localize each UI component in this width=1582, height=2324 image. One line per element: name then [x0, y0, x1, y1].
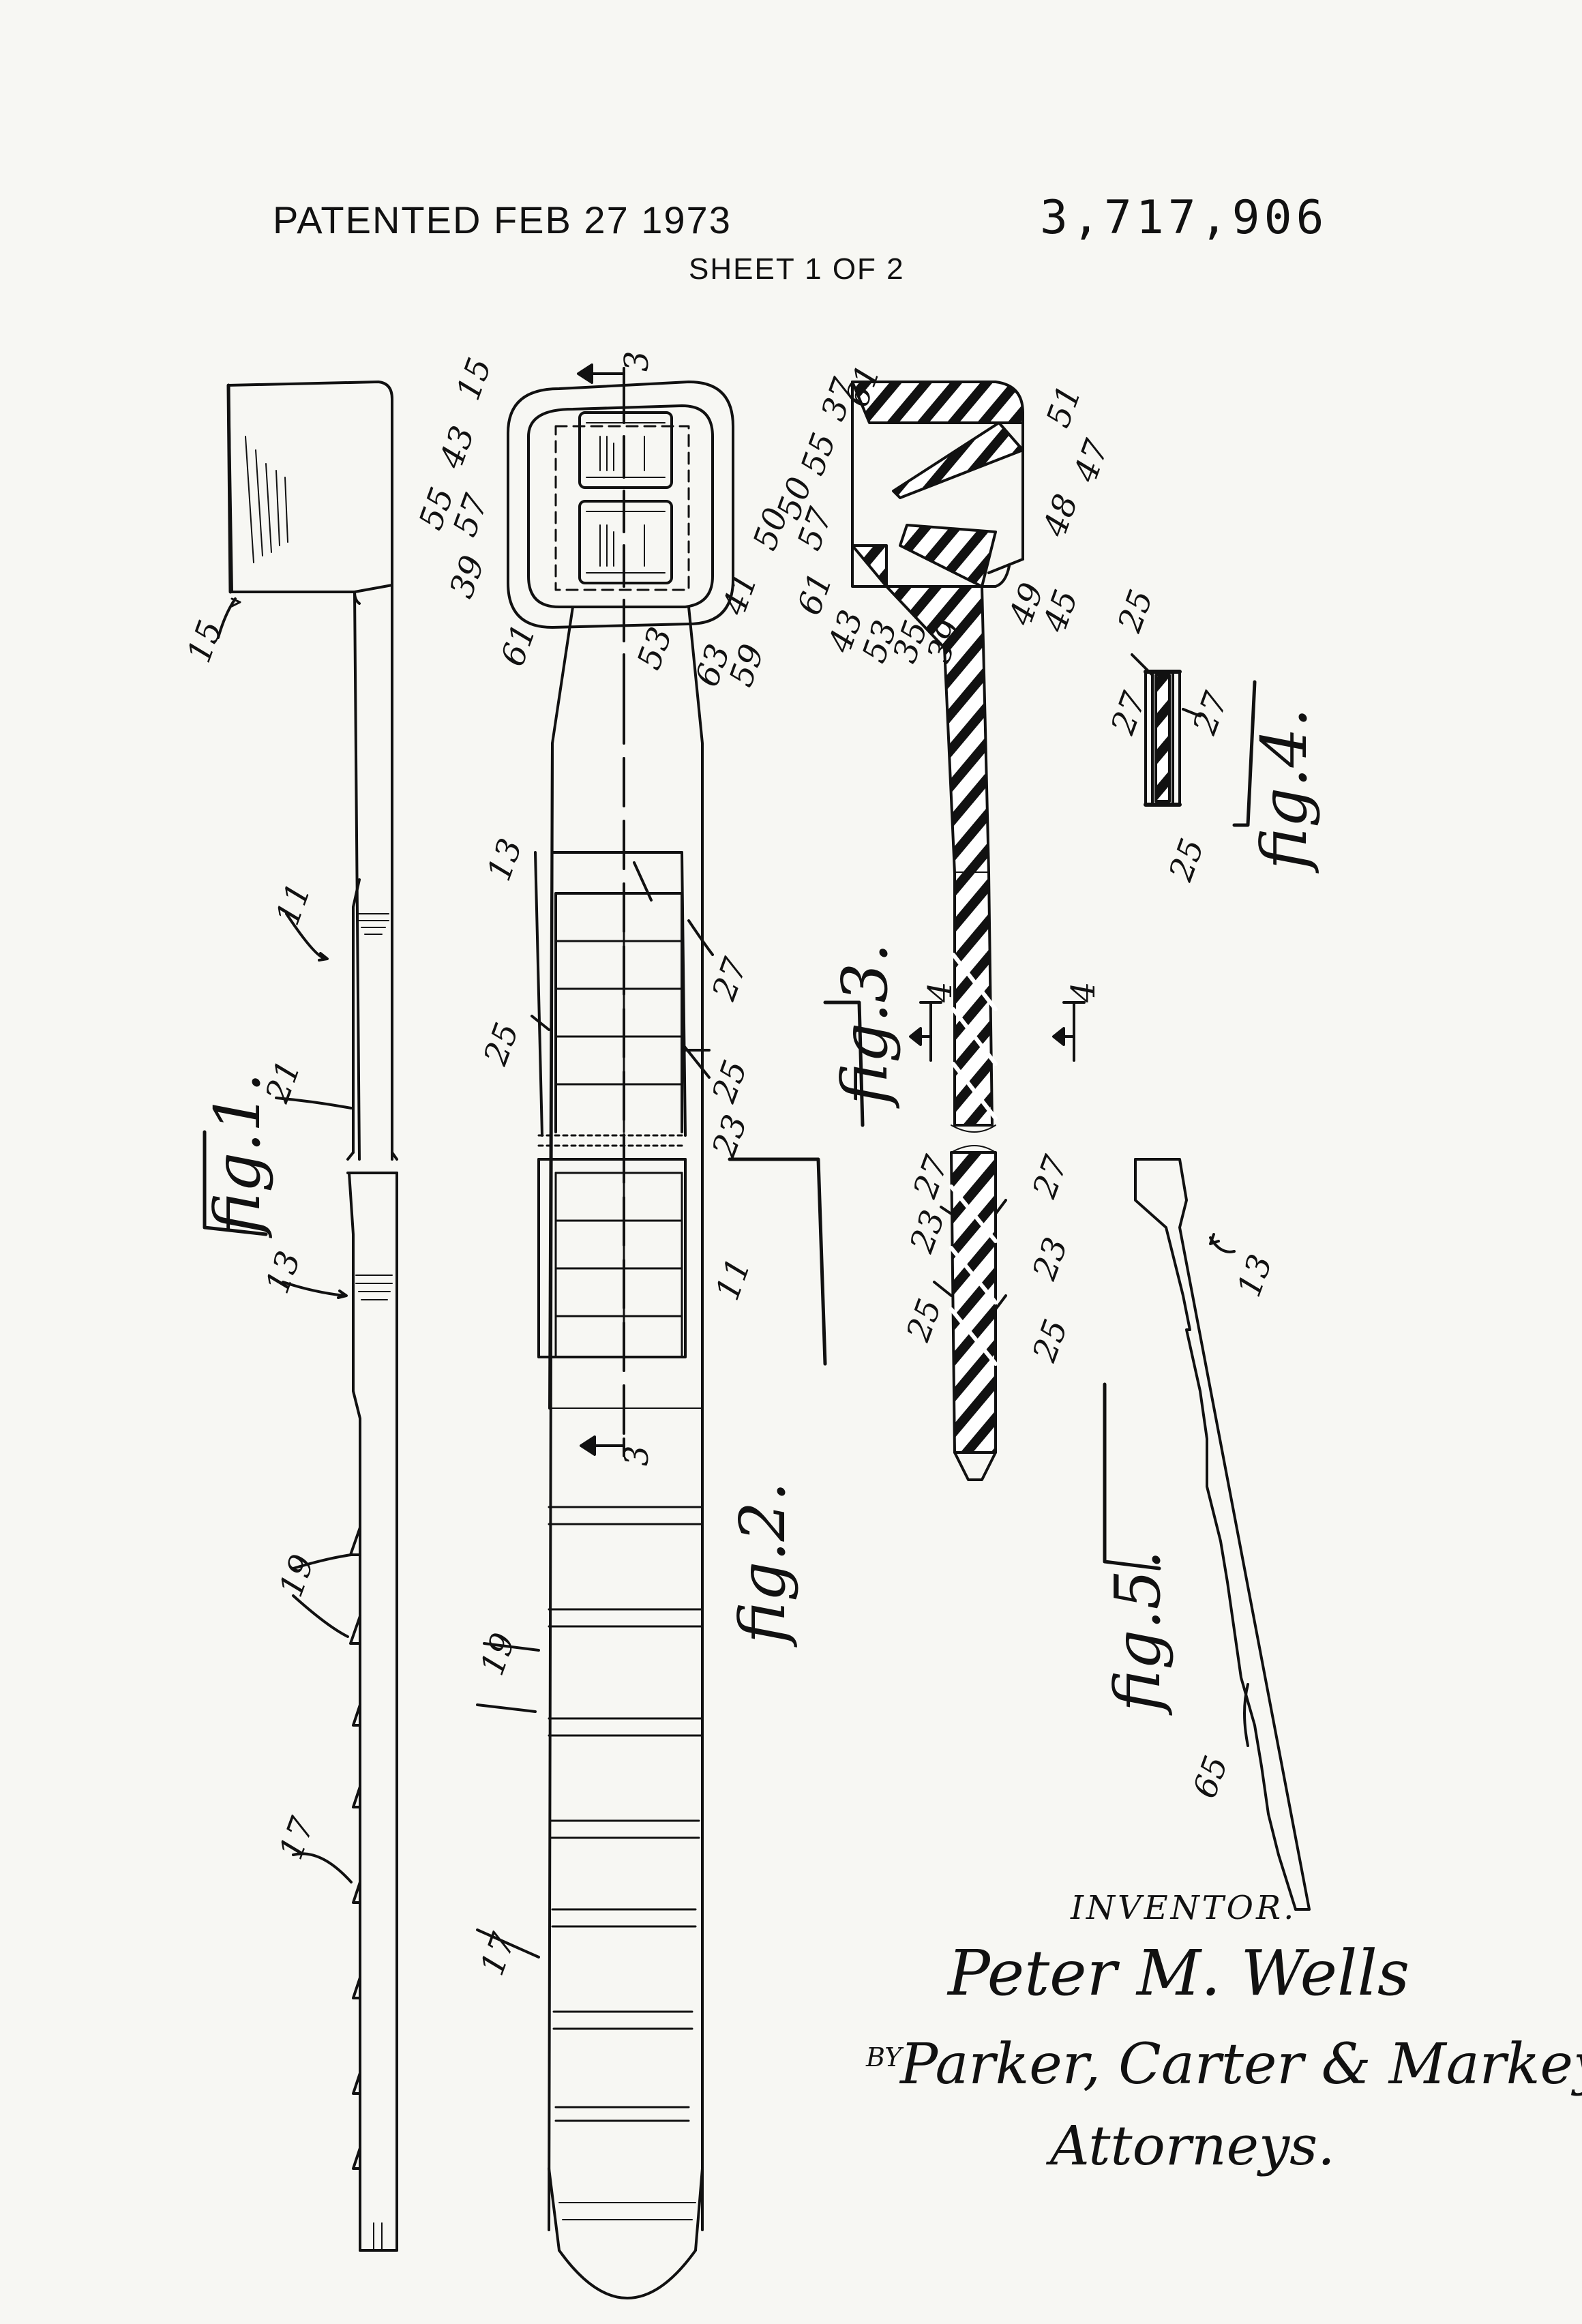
- ref-27-fig4b: 27: [1185, 687, 1236, 740]
- ref-27-fig2: 27: [704, 953, 755, 1006]
- patent-number: 3,717,906: [1040, 191, 1328, 245]
- ref-25-fig4b: 25: [1161, 834, 1212, 887]
- ref-19-fig2: 19: [473, 1628, 524, 1681]
- ref-48: 48: [1035, 490, 1086, 542]
- ref-25-fig2b: 25: [704, 1056, 755, 1108]
- fig3-section-view: [823, 381, 1086, 1481]
- ref-27-fig3b: 27: [1025, 1150, 1075, 1204]
- fig1-side-view: [203, 381, 398, 2252]
- attorneys-label: Attorneys.: [1050, 2114, 1335, 2177]
- attorney-name: Parker, Carter & Markey: [900, 2032, 1582, 2097]
- ref-25-fig4a: 25: [1110, 585, 1161, 638]
- fig4-label: fig.4.: [1248, 708, 1321, 874]
- ref-13-fig5: 13: [1230, 1250, 1281, 1302]
- patented-date: PATENTED FEB 27 1973: [273, 198, 732, 241]
- ref-25-fig3b: 25: [1025, 1315, 1075, 1367]
- ref-4-left: 4: [921, 981, 959, 1003]
- fig3-label: fig.3.: [829, 943, 901, 1109]
- ref-39-fig2: 39: [443, 551, 493, 604]
- fig4-cross-section: [1131, 653, 1257, 827]
- ref-27-fig3a: 27: [906, 1150, 956, 1204]
- ref-53-fig2: 53: [630, 623, 681, 675]
- ref-11-fig2: 11: [708, 1253, 759, 1306]
- ref-4-right: 4: [1064, 981, 1103, 1003]
- ref-3-top: 3: [618, 351, 656, 372]
- sheet-number: SHEET 1 OF 2: [689, 252, 905, 286]
- by-label: BY: [866, 2042, 902, 2072]
- fig1-label: fig.1.: [201, 1073, 274, 1238]
- fig2-plan-view: [476, 363, 827, 2299]
- ref-23-fig3b: 23: [1025, 1233, 1075, 1285]
- ref-13-fig2: 13: [480, 834, 531, 887]
- ref-3-bottom: 3: [618, 1445, 656, 1466]
- ref-11-fig1: 11: [269, 878, 319, 931]
- ref-13-fig1: 13: [258, 1247, 309, 1299]
- ref-47: 47: [1066, 434, 1116, 488]
- ref-25-fig2a: 25: [476, 1018, 526, 1071]
- ref-55-fig3: 55: [794, 428, 844, 481]
- ref-19-fig1: 19: [272, 1550, 323, 1603]
- ref-59: 59: [722, 640, 773, 692]
- inventor-label: INVENTOR.: [1071, 1889, 1297, 1927]
- ref-25-fig3a: 25: [899, 1294, 949, 1347]
- ref-65: 65: [1186, 1751, 1236, 1804]
- fig5-label: fig.5.: [1101, 1550, 1174, 1716]
- ref-51: 51: [1039, 381, 1090, 433]
- fig2-label: fig.2.: [726, 1482, 799, 1648]
- ref-17-fig2: 17: [473, 1928, 524, 1980]
- fig5-profile: [1103, 1158, 1311, 1911]
- ref-23-fig2: 23: [704, 1110, 755, 1163]
- ref-15-fig2: 15: [449, 353, 500, 406]
- ref-23-fig3a: 23: [902, 1206, 953, 1258]
- ref-43-fig2: 43: [432, 421, 482, 474]
- inventor-name: Peter M. Wells: [948, 1937, 1410, 2010]
